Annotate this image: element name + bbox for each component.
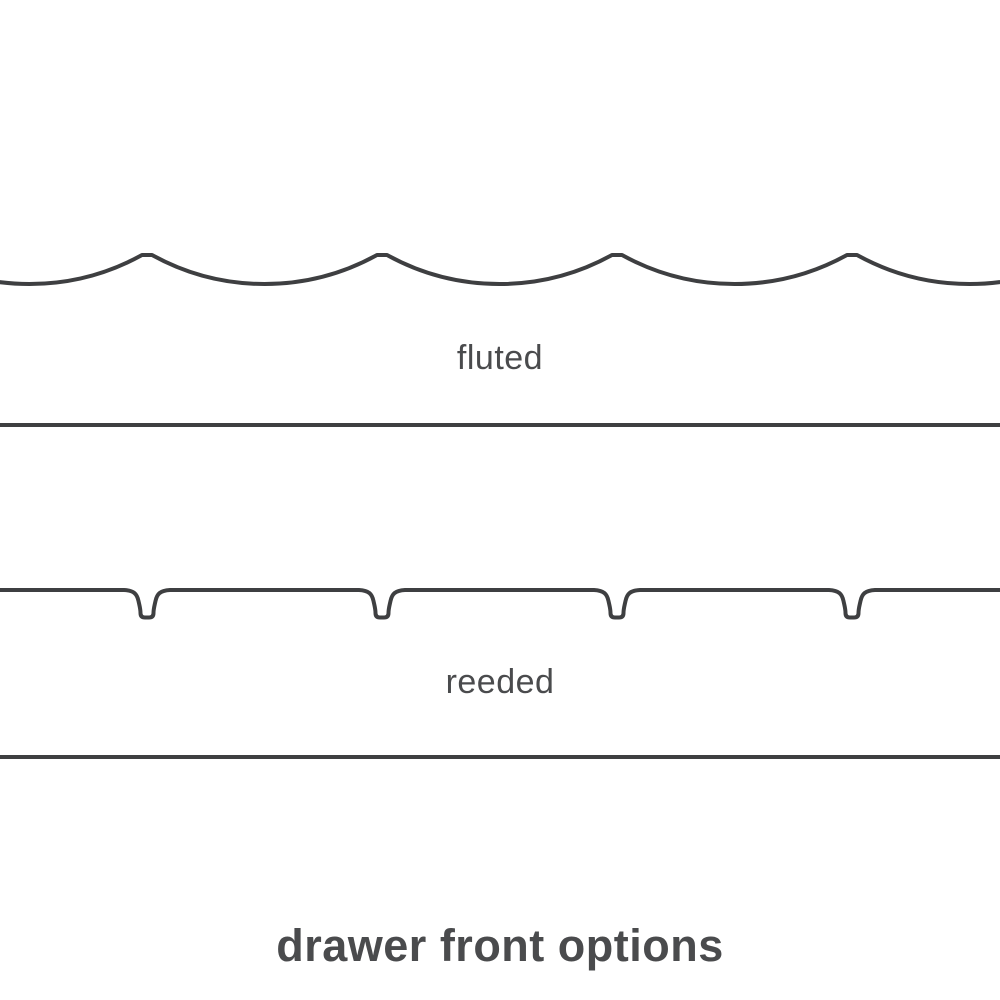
reeded-label: reeded	[445, 663, 555, 701]
reeded-profile-curve	[0, 588, 1000, 620]
fluted-profile-curve	[0, 253, 1000, 286]
fluted-label: fluted	[456, 339, 544, 377]
diagram-caption: drawer front options	[276, 920, 724, 971]
